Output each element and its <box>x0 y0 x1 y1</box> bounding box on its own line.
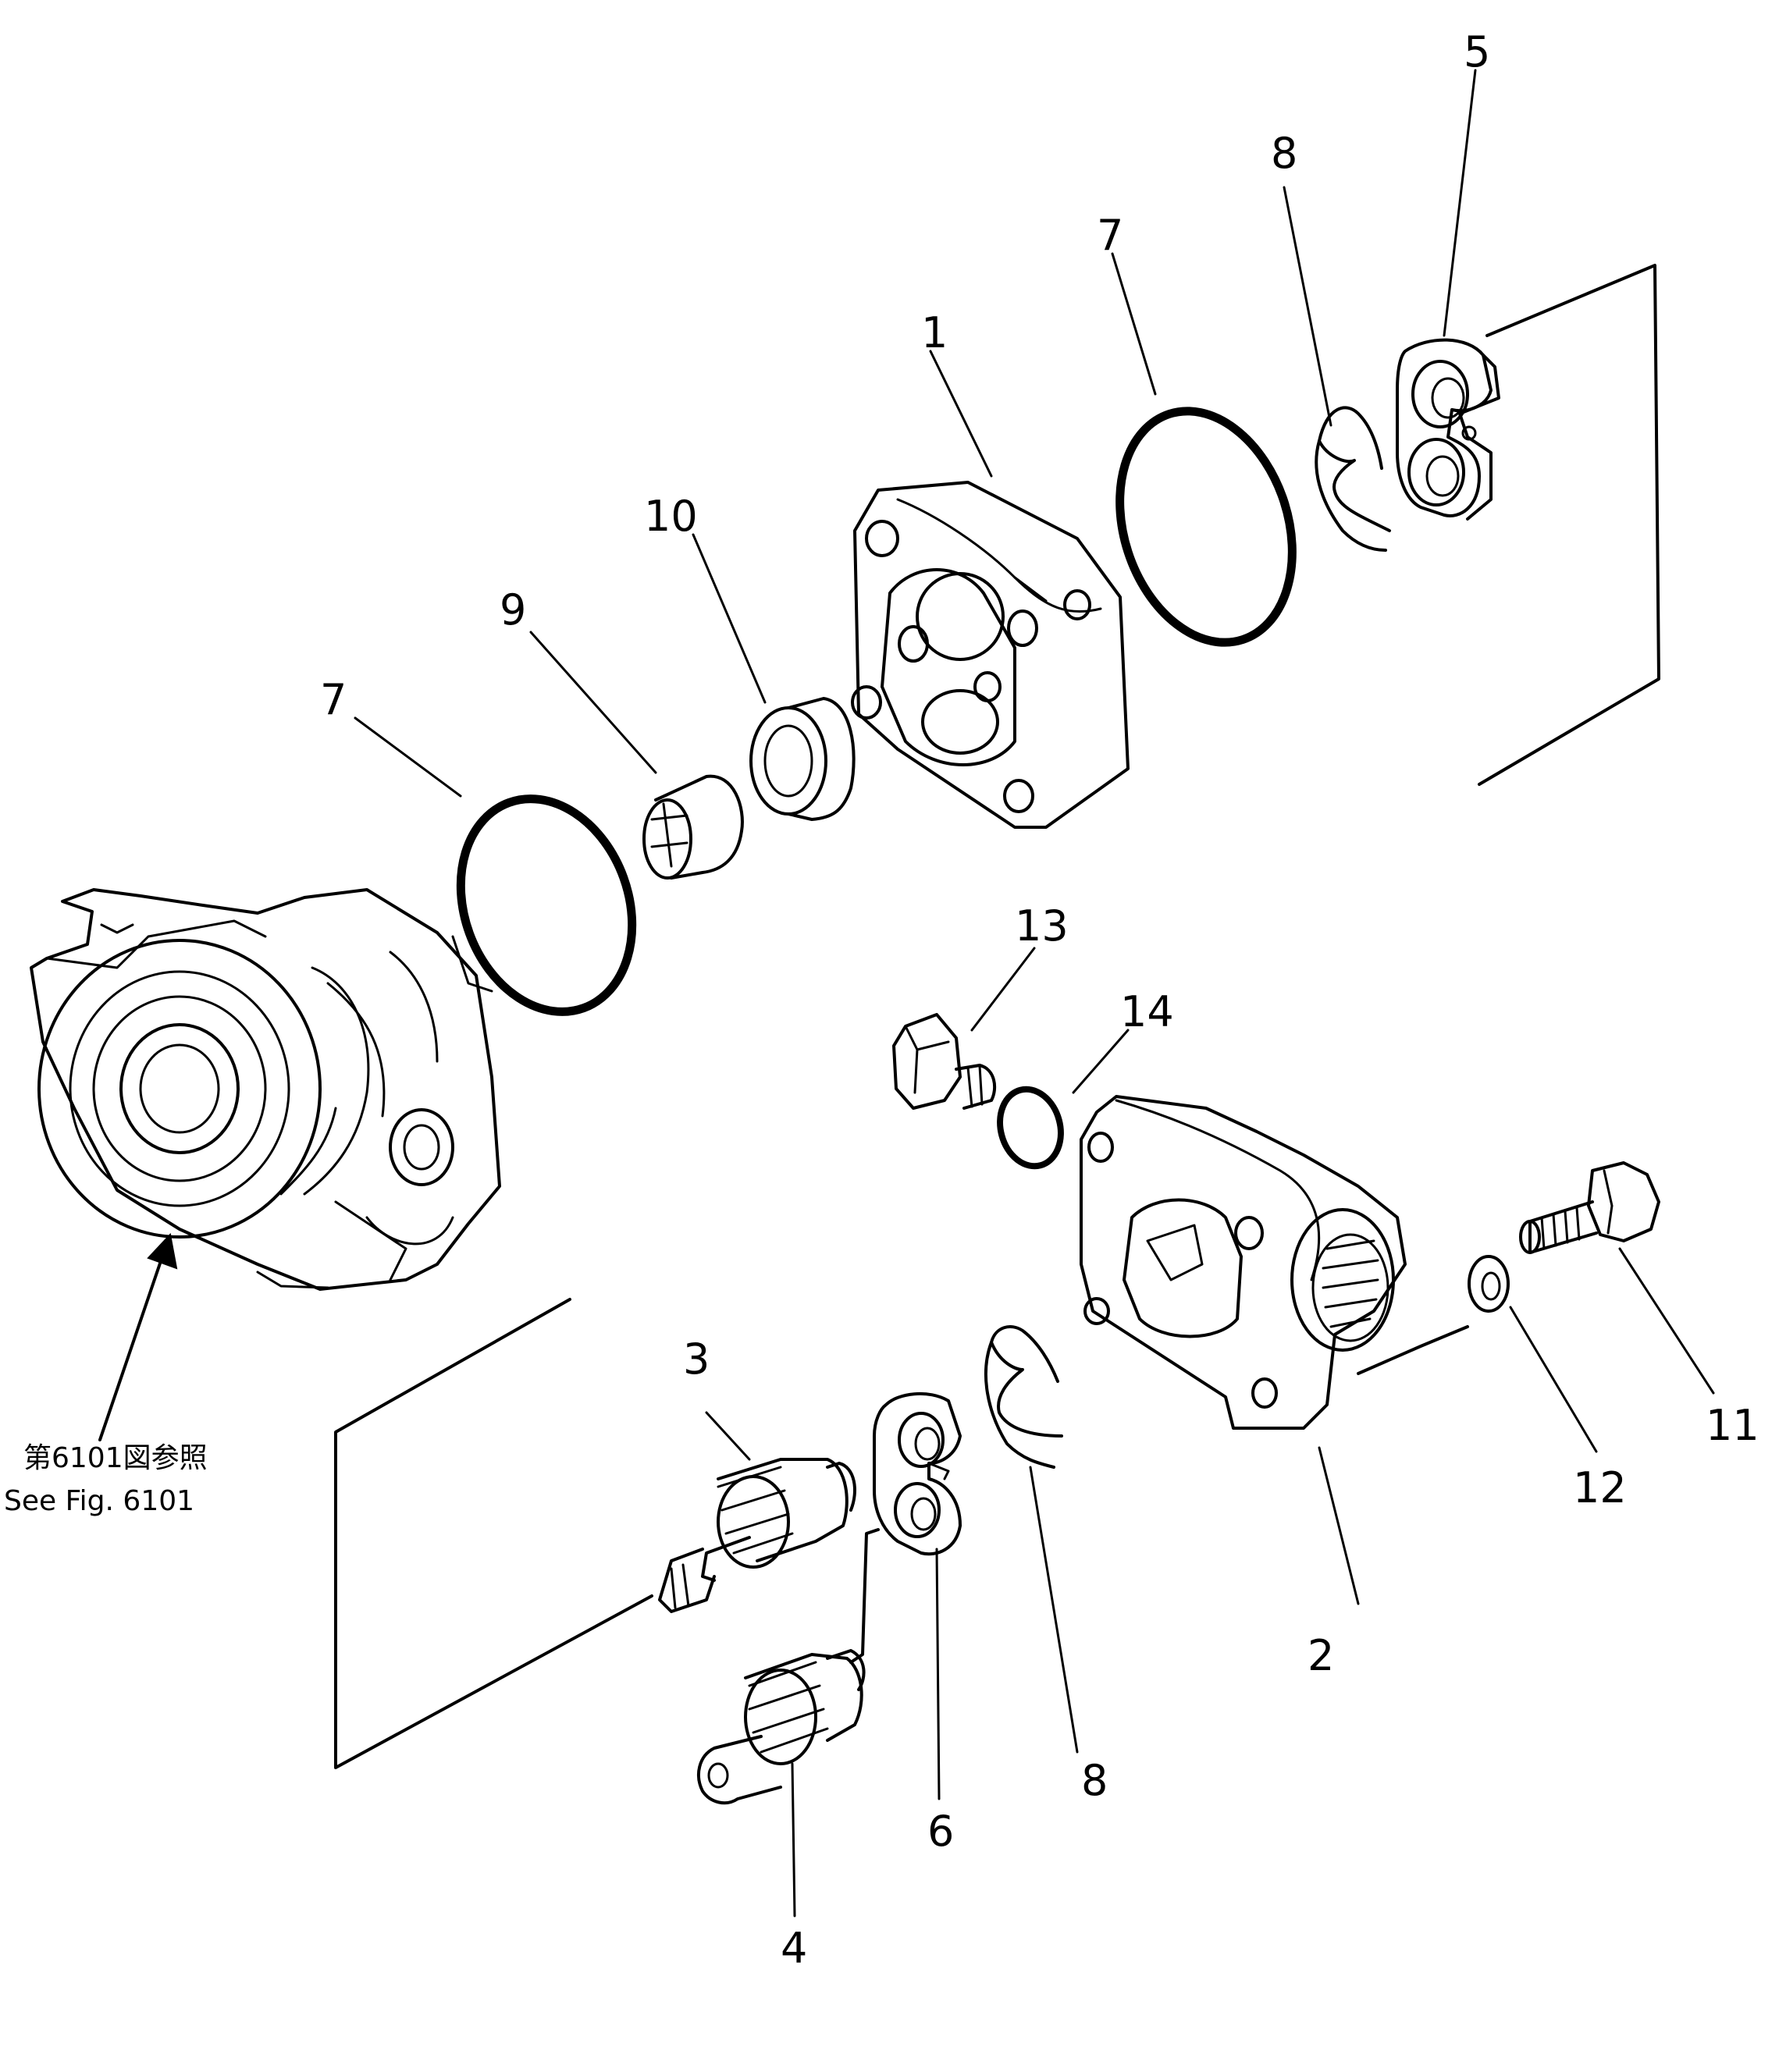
plug-13 <box>892 1013 997 1110</box>
plate-1 <box>851 481 1130 829</box>
leader-lines <box>354 69 1715 1917</box>
o-ring-7-left <box>456 794 637 1016</box>
driven-gear-4 <box>697 1649 866 1805</box>
washer-cover-link-line <box>1357 1325 1469 1375</box>
bushing-10 <box>749 697 856 821</box>
assembly-bracket-right <box>1478 264 1660 786</box>
reference-arrow <box>98 1232 178 1441</box>
callout-8-upper: 8 <box>1271 129 1297 178</box>
callout-8-lower: 8 <box>1081 1756 1108 1805</box>
reference-note-japanese: 第6101図参照 <box>23 1442 208 1474</box>
washer-12 <box>1468 1255 1510 1313</box>
drive-gear-3 <box>658 1458 856 1613</box>
callout-6: 6 <box>927 1807 954 1856</box>
callout-13: 13 <box>1015 901 1069 951</box>
callout-2: 2 <box>1308 1631 1334 1680</box>
pump-body-drawing <box>30 888 501 1291</box>
o-ring-14 <box>997 1086 1064 1170</box>
callout-14: 14 <box>1120 987 1174 1036</box>
callout-10: 10 <box>644 492 698 541</box>
assembly-bracket-left <box>334 1298 653 1769</box>
callout-1: 1 <box>921 308 948 357</box>
callout-3: 3 <box>683 1335 710 1384</box>
callout-9: 9 <box>500 585 526 634</box>
o-ring-7-right <box>1115 407 1297 647</box>
wire-clip-8-upper <box>1315 406 1391 552</box>
callout-11: 11 <box>1706 1401 1759 1450</box>
wire-clip-8-lower <box>984 1325 1063 1469</box>
seal-plate-5 <box>1396 338 1500 521</box>
callout-5: 5 <box>1464 27 1490 76</box>
bolt-11 <box>1519 1161 1660 1254</box>
callout-7-left: 7 <box>320 675 347 724</box>
coupling-9 <box>642 774 744 880</box>
seal-plate-6 <box>873 1391 962 1556</box>
cover-2 <box>1080 1095 1407 1430</box>
callout-7-right: 7 <box>1097 211 1123 260</box>
callout-12: 12 <box>1573 1463 1627 1512</box>
gear-plate-link-line <box>849 1528 880 1664</box>
callout-4: 4 <box>781 1924 807 1973</box>
reference-note-english: See Fig. 6101 <box>4 1485 194 1517</box>
